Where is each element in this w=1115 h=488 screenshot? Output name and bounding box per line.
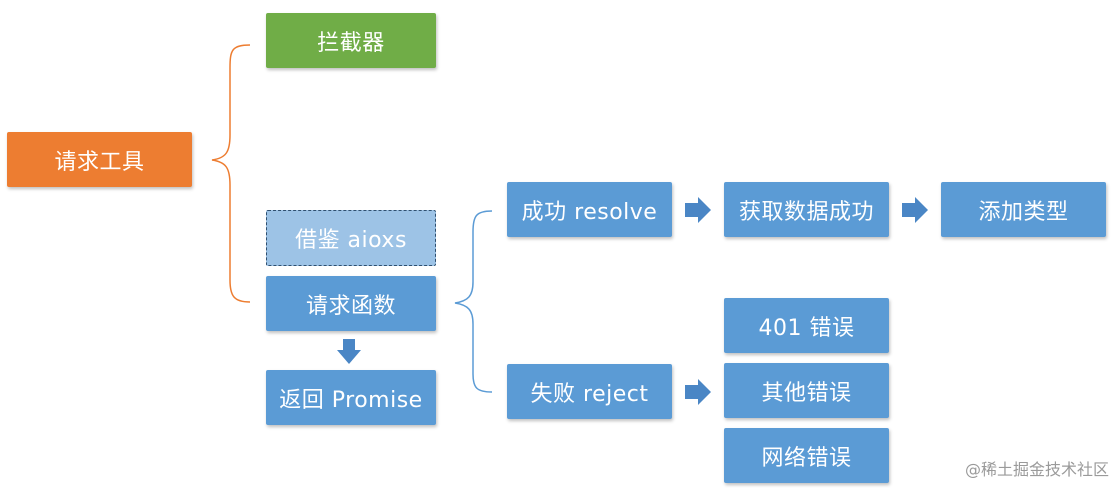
error-401-label: 401 错误: [758, 315, 855, 341]
request-tool-node: 请求工具: [7, 132, 192, 187]
blue-brace: [454, 210, 493, 393]
failure-node: 失败 reject: [507, 364, 672, 419]
add-type-node: 添加类型: [941, 182, 1106, 237]
reference-node: 借鉴 aioxs: [266, 210, 436, 266]
network-error-node: 网络错误: [724, 428, 889, 483]
network-error-label: 网络错误: [761, 445, 852, 471]
success-label: 成功 resolve: [521, 199, 658, 225]
error-401-node: 401 错误: [724, 298, 889, 353]
request-function-label: 请求函数: [305, 293, 396, 319]
interceptor-label: 拦截器: [317, 30, 385, 56]
failure-label: 失败 reject: [530, 381, 649, 407]
orange-brace: [211, 44, 251, 303]
reference-label: 借鉴 aioxs: [295, 228, 407, 253]
request-function-node: 请求函数: [266, 276, 436, 331]
other-error-node: 其他错误: [724, 363, 889, 418]
interceptor-node: 拦截器: [266, 13, 436, 68]
right-arrow-1: [685, 197, 711, 223]
request-tool-label: 请求工具: [54, 149, 145, 175]
success-node: 成功 resolve: [507, 182, 672, 237]
right-arrow-3: [685, 379, 711, 405]
fetch-success-node: 获取数据成功: [724, 182, 889, 237]
down-arrow: [337, 339, 361, 364]
add-type-label: 添加类型: [978, 199, 1069, 225]
other-error-label: 其他错误: [761, 380, 852, 406]
watermark: @稀土掘金技术社区: [964, 460, 1109, 479]
return-promise-label: 返回 Promise: [279, 387, 423, 413]
right-arrow-2: [902, 197, 928, 223]
fetch-success-label: 获取数据成功: [738, 199, 874, 225]
return-promise-node: 返回 Promise: [266, 370, 436, 425]
